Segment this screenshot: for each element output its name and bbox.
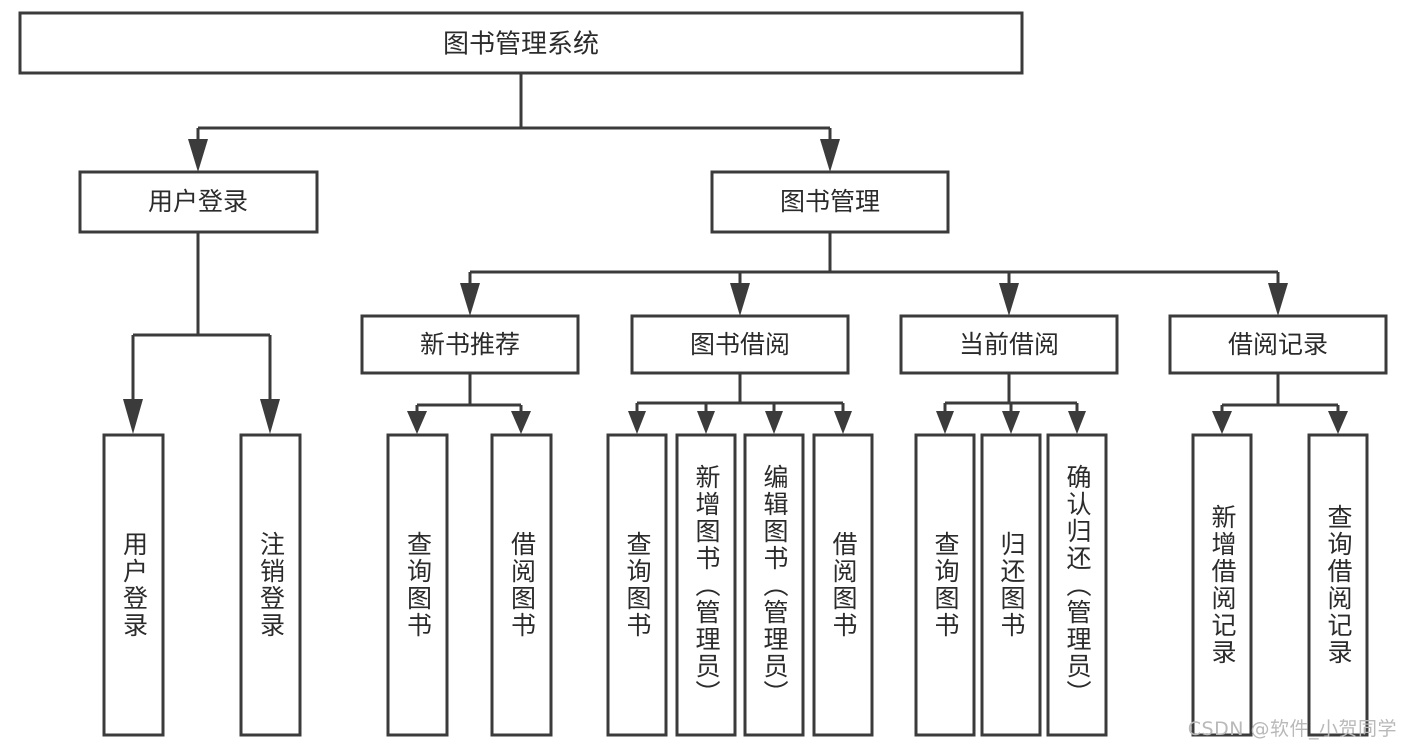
arrowhead-book-borrow — [730, 283, 750, 316]
leaf-confirm-return-box-rect[interactable] — [1046, 433, 1108, 737]
leaf-query-book-3-box-rect[interactable] — [914, 433, 976, 737]
arrowhead-leaf-add-record — [1212, 411, 1232, 434]
root-box-rect — [18, 11, 1024, 75]
arrowhead-leaf-return-book — [1002, 411, 1020, 434]
node-new-book-recommend[interactable]: 新书推荐 — [360, 314, 580, 375]
root-label: 图书管理系统 — [443, 30, 599, 60]
arrowhead-new-book-recommend — [460, 283, 480, 316]
user-login-label: 用户登录 — [148, 187, 248, 216]
arrowhead-leaf-query-book-2 — [628, 411, 646, 434]
leaf-query-record-box-rect[interactable] — [1307, 433, 1369, 737]
leaf-return-book-box-rect[interactable] — [980, 433, 1042, 737]
user-login-box-rect — [78, 170, 319, 234]
borrow-record-box-rect — [1168, 314, 1388, 375]
csdn-watermark: CSDN @软件_小贺同学 — [1187, 718, 1397, 740]
arrowhead-user-login — [188, 139, 208, 172]
arrowhead-leaf-user-logout — [260, 399, 280, 434]
arrowhead-leaf-borrow-book-1 — [511, 411, 531, 434]
borrow-record-label: 借阅记录 — [1228, 330, 1328, 359]
new-book-recommend-label: 新书推荐 — [420, 330, 520, 359]
book-borrow-label: 图书借阅 — [690, 330, 790, 359]
node-current-borrow[interactable]: 当前借阅 — [899, 314, 1119, 375]
leaf-user-logout-box-rect[interactable] — [239, 433, 302, 737]
arrowhead-leaf-user-login — [123, 399, 143, 434]
arrowhead-leaf-query-record — [1328, 411, 1348, 434]
new-book-recommend-box-rect — [360, 314, 580, 375]
node-book-management[interactable]: 图书管理 — [710, 170, 950, 234]
arrowhead-leaf-query-book-3 — [936, 411, 954, 434]
book-management-label: 图书管理 — [780, 187, 880, 216]
arrowhead-leaf-borrow-book-2 — [834, 411, 852, 434]
arrowhead-leaf-add-book — [697, 411, 715, 434]
node-borrow-record[interactable]: 借阅记录 — [1168, 314, 1388, 375]
node-book-borrow[interactable]: 图书借阅 — [630, 314, 850, 375]
leaf-query-book-2-box-rect[interactable] — [606, 433, 668, 737]
leaf-user-login-box-rect[interactable] — [102, 433, 165, 737]
node-root[interactable]: 图书管理系统 — [18, 11, 1024, 75]
connector-layer — [123, 74, 1348, 434]
arrowhead-borrow-record — [1268, 283, 1288, 316]
node-user-login[interactable]: 用户登录 — [78, 170, 319, 234]
leaf-query-book-1-box-rect[interactable] — [386, 433, 449, 737]
leaf-borrow-book-2-box-rect[interactable] — [812, 433, 874, 737]
arrowhead-leaf-confirm-return — [1068, 411, 1086, 434]
arrowhead-leaf-query-book-1 — [407, 411, 427, 434]
leaf-add-record-box-rect[interactable] — [1191, 433, 1253, 737]
book-borrow-box-rect — [630, 314, 850, 375]
arrowhead-current-borrow — [999, 283, 1019, 316]
book-management-box-rect — [710, 170, 950, 234]
current-borrow-label: 当前借阅 — [959, 330, 1059, 359]
current-borrow-box-rect — [899, 314, 1119, 375]
leaf-edit-book-box-rect[interactable] — [743, 433, 805, 737]
leaf-box-layer — [102, 433, 1369, 737]
leaf-borrow-book-1-box-rect[interactable] — [490, 433, 553, 737]
arrowhead-book-management — [820, 139, 840, 172]
arrowhead-leaf-edit-book — [765, 411, 783, 434]
leaf-add-book-box-rect[interactable] — [675, 433, 737, 737]
